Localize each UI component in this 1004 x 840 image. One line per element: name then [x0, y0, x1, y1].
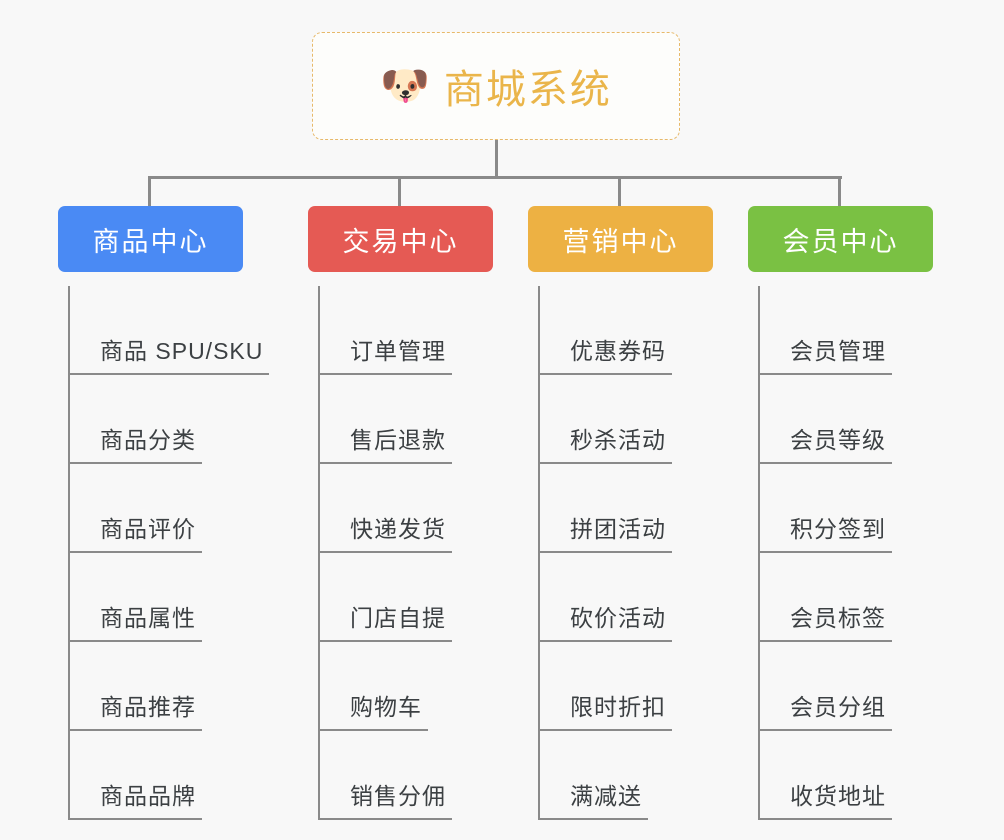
leaf-item-label: 拼团活动 [538, 510, 672, 553]
connector-horizontal-bus [149, 176, 842, 179]
leaf-item[interactable]: 门店自提 [318, 553, 493, 642]
leaf-item-label: 商品品牌 [68, 777, 202, 820]
leaf-item[interactable]: 拼团活动 [538, 464, 713, 553]
leaf-item[interactable]: 订单管理 [318, 286, 493, 375]
leaf-item[interactable]: 收货地址 [758, 731, 933, 820]
leaf-item-label: 限时折扣 [538, 688, 672, 731]
leaf-item[interactable]: 满减送 [538, 731, 713, 820]
leaf-item[interactable]: 销售分佣 [318, 731, 493, 820]
leaf-item[interactable]: 优惠券码 [538, 286, 713, 375]
connector-drop-2 [398, 176, 401, 206]
leaf-item-label: 会员管理 [758, 332, 892, 375]
leaf-item[interactable]: 限时折扣 [538, 642, 713, 731]
leaf-item-label: 销售分佣 [318, 777, 452, 820]
leaf-item-label: 会员分组 [758, 688, 892, 731]
trunk-line [318, 286, 320, 820]
category-column: 会员中心会员管理会员等级积分签到会员标签会员分组收货地址 [748, 206, 933, 820]
root-node[interactable]: 🐶 商城系统 [312, 32, 680, 140]
leaf-item-label: 砍价活动 [538, 599, 672, 642]
category-header[interactable]: 商品中心 [58, 206, 243, 272]
leaf-item[interactable]: 商品分类 [68, 375, 243, 464]
leaf-item[interactable]: 售后退款 [318, 375, 493, 464]
trunk-line [68, 286, 70, 820]
leaf-item-label: 商品 SPU/SKU [68, 332, 270, 375]
leaf-item[interactable]: 商品 SPU/SKU [68, 286, 270, 375]
leaf-list: 优惠券码秒杀活动拼团活动砍价活动限时折扣满减送 [528, 286, 713, 820]
leaf-item-label: 售后退款 [318, 421, 452, 464]
leaf-item-label: 门店自提 [318, 599, 452, 642]
dog-face-icon: 🐶 [380, 64, 430, 108]
leaf-item-label: 优惠券码 [538, 332, 672, 375]
category-header[interactable]: 会员中心 [748, 206, 933, 272]
leaf-list: 订单管理售后退款快递发货门店自提购物车销售分佣 [308, 286, 493, 820]
leaf-item[interactable]: 购物车 [318, 642, 493, 731]
connector-drop-3 [618, 176, 621, 206]
connector-root-stem [495, 140, 498, 178]
trunk-line [538, 286, 540, 820]
leaf-item-label: 满减送 [538, 777, 648, 820]
leaf-item-label: 快递发货 [318, 510, 452, 553]
category-column: 商品中心商品 SPU/SKU 商品分类商品评价商品属性商品推荐商品品牌 [58, 206, 270, 820]
connector-drop-1 [148, 176, 151, 206]
root-title: 商城系统 [443, 68, 612, 112]
category-header[interactable]: 交易中心 [308, 206, 493, 272]
leaf-item[interactable]: 会员等级 [758, 375, 933, 464]
leaf-item[interactable]: 商品品牌 [68, 731, 243, 820]
leaf-item-label: 商品推荐 [68, 688, 202, 731]
leaf-item[interactable]: 会员分组 [758, 642, 933, 731]
leaf-item[interactable]: 商品评价 [68, 464, 243, 553]
leaf-item-label: 收货地址 [758, 777, 892, 820]
leaf-list: 商品 SPU/SKU 商品分类商品评价商品属性商品推荐商品品牌 [58, 286, 270, 820]
leaf-item-label: 会员标签 [758, 599, 892, 642]
leaf-item-label: 购物车 [318, 688, 428, 731]
leaf-item-label: 积分签到 [758, 510, 892, 553]
leaf-item-label: 商品分类 [68, 421, 202, 464]
leaf-list: 会员管理会员等级积分签到会员标签会员分组收货地址 [748, 286, 933, 820]
leaf-item-label: 商品属性 [68, 599, 202, 642]
trunk-line [758, 286, 760, 820]
leaf-item-label: 秒杀活动 [538, 421, 672, 464]
leaf-item[interactable]: 会员标签 [758, 553, 933, 642]
leaf-item[interactable]: 砍价活动 [538, 553, 713, 642]
leaf-item[interactable]: 积分签到 [758, 464, 933, 553]
leaf-item[interactable]: 秒杀活动 [538, 375, 713, 464]
category-header[interactable]: 营销中心 [528, 206, 713, 272]
leaf-item-label: 商品评价 [68, 510, 202, 553]
category-column: 交易中心订单管理售后退款快递发货门店自提购物车销售分佣 [308, 206, 493, 820]
connector-drop-4 [838, 176, 841, 206]
leaf-item[interactable]: 快递发货 [318, 464, 493, 553]
leaf-item-label: 订单管理 [318, 332, 452, 375]
leaf-item[interactable]: 商品推荐 [68, 642, 243, 731]
category-column: 营销中心优惠券码秒杀活动拼团活动砍价活动限时折扣满减送 [528, 206, 713, 820]
leaf-item-label: 会员等级 [758, 421, 892, 464]
leaf-item[interactable]: 商品属性 [68, 553, 243, 642]
leaf-item[interactable]: 会员管理 [758, 286, 933, 375]
